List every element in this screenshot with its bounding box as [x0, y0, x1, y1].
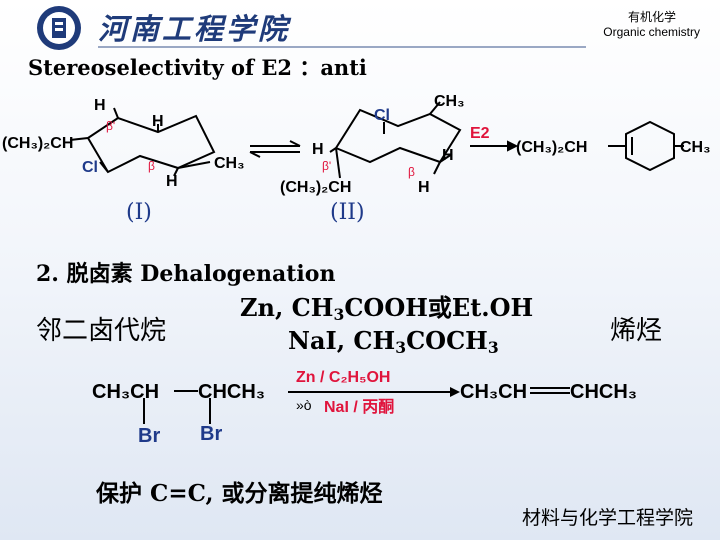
- atom-CH3-I: CH₃: [214, 155, 245, 172]
- label-conformer-II: (II): [330, 200, 365, 225]
- atom-Cl-II: Cl: [374, 107, 390, 124]
- atom-H-top-I: H: [94, 97, 106, 114]
- protection-note: 保护 C=C, 或分离提纯烯烃: [96, 480, 383, 507]
- br-right: Br: [200, 423, 222, 445]
- alkene-label: 烯烃: [610, 316, 663, 346]
- atom-CH3-II: CH₃: [434, 93, 465, 110]
- beta-prime-I: β': [106, 119, 115, 133]
- course-title-en: Organic chemistry: [603, 25, 700, 39]
- product-CH3: CH₃: [680, 139, 711, 156]
- product-left: CH₃CH: [460, 381, 527, 403]
- condition-bottom-prefix: »ò: [296, 397, 312, 413]
- chair-II-ring: [335, 108, 462, 164]
- dehalogenation-scheme: CH₃CH CHCH₃ Br Br Zn / C₂H₅OH »ò NaI / 丙…: [92, 369, 637, 447]
- atom-H-axial-I: H: [152, 113, 164, 130]
- school-logo: [37, 6, 81, 50]
- condition-bottom: NaI / 丙酮: [324, 398, 394, 416]
- header-divider: [98, 46, 586, 48]
- atom-H-right-II: H: [442, 147, 454, 164]
- footer-department: 材料与化学工程学院: [522, 507, 694, 529]
- beta-prime-II: β': [322, 159, 331, 173]
- e2-anti-scheme: H H (CH₃)₂CH Cl CH₃ H β' β Cl CH₃ H H (C…: [2, 93, 711, 196]
- br-left: Br: [138, 425, 160, 447]
- condition-top: Zn / C₂H₅OH: [296, 369, 390, 386]
- product-right: CHCH₃: [570, 381, 637, 403]
- reactant-left: CH₃CH: [92, 381, 159, 403]
- atom-H-left-II: H: [312, 141, 324, 158]
- label-conformer-I: (I): [126, 200, 152, 225]
- product-cyclohexene-ring: [625, 120, 675, 172]
- vicinal-dihalide-label: 邻二卤代烷: [36, 316, 167, 346]
- atom-H-bottom-II: H: [418, 179, 430, 196]
- atom-iPr-I: (CH₃)₂CH: [2, 135, 73, 152]
- reactant-right: CHCH₃: [198, 381, 265, 403]
- slide-title: Stereoselectivity of E2 ：anti: [28, 55, 367, 80]
- atom-H-bottom-I: H: [166, 173, 178, 190]
- product-iPr: (CH₃)₂CH: [516, 139, 587, 156]
- beta-II: β: [408, 165, 415, 179]
- reagent-line-2: NaI, CH3COCH3: [288, 326, 499, 357]
- school-name: 河南工程学院: [98, 12, 291, 46]
- section-heading: 2. 脱卤素 Dehalogenation: [36, 261, 336, 287]
- reagent-line-1: Zn, CH3COOH或Et.OH: [240, 293, 534, 324]
- e2-label: E2: [470, 125, 490, 142]
- chair-I-ring: [87, 114, 216, 174]
- course-title-cn: 有机化学: [627, 10, 676, 24]
- atom-Cl-I: Cl: [82, 159, 98, 176]
- atom-iPr-II: (CH₃)₂CH: [280, 179, 351, 196]
- beta-I: β: [148, 159, 155, 173]
